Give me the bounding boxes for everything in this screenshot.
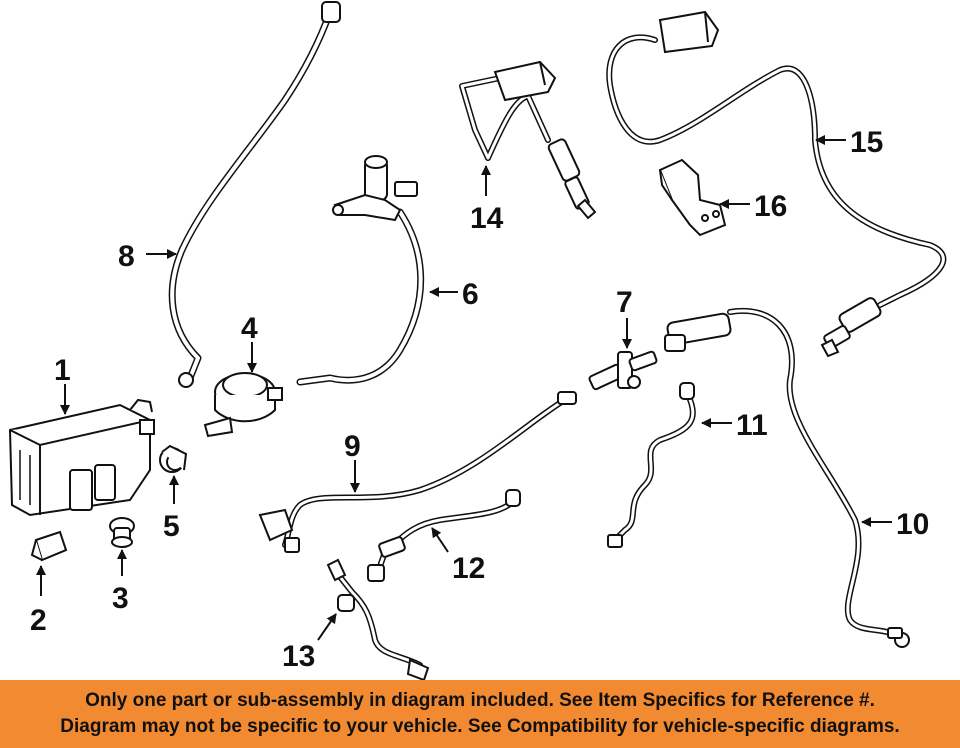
callout-10: 10 [896, 508, 929, 541]
part-3-grommet [109, 517, 135, 548]
callout-4: 4 [241, 312, 258, 345]
part-5-cap [159, 444, 188, 473]
callout-14: 14 [470, 202, 504, 235]
sensor-12-cable [375, 497, 518, 575]
hose-6 [296, 208, 425, 386]
callout-11: 11 [736, 409, 768, 442]
arrow-12 [431, 527, 449, 553]
callout-6: 6 [462, 278, 479, 311]
parts-diagram: 1 2 3 4 5 6 7 8 9 10 11 12 13 14 15 16 [8, 1, 947, 680]
callout-15: 15 [850, 126, 883, 159]
sensor-15-cable [606, 34, 947, 308]
disclaimer-banner: Only one part or sub-assembly in diagram… [0, 680, 960, 748]
part-16-bracket [658, 158, 727, 237]
sensor-10-cable [727, 307, 903, 643]
callout-16: 16 [754, 190, 787, 223]
hose-8-connector [178, 1, 341, 388]
part-13-sensor [326, 558, 430, 680]
callout-5: 5 [163, 510, 180, 543]
callout-2: 2 [30, 604, 47, 637]
part-15-oxygen-sensor [658, 10, 882, 358]
callout-8: 8 [118, 240, 135, 273]
callout-3: 3 [112, 582, 129, 615]
part-7-tee [588, 350, 658, 391]
part-10-sensor [664, 312, 910, 648]
callout-9: 9 [344, 430, 361, 463]
part-14-oxygen-sensor [493, 60, 597, 220]
part-9-sensor [258, 391, 577, 553]
callout-1: 1 [54, 354, 71, 387]
part-4-valve [203, 372, 283, 438]
callout-13: 13 [282, 640, 315, 673]
disclaimer-line-1: Only one part or sub-assembly in diagram… [85, 690, 875, 711]
sensor-11-cable [612, 392, 696, 543]
part-12-sensor [367, 489, 521, 582]
disclaimer-line-2: Diagram may not be specific to your vehi… [60, 716, 900, 737]
arrow-13 [317, 613, 337, 641]
callout-7: 7 [616, 286, 633, 319]
callout-12: 12 [452, 552, 485, 585]
sensor-13-cable [330, 565, 423, 668]
part-11-sensor [607, 382, 695, 548]
hose-8 [168, 8, 334, 382]
part-1-canister [8, 398, 155, 517]
part-6-solenoid [332, 155, 418, 222]
part-2-pad [30, 530, 68, 562]
sensor-9-cable [282, 395, 571, 548]
